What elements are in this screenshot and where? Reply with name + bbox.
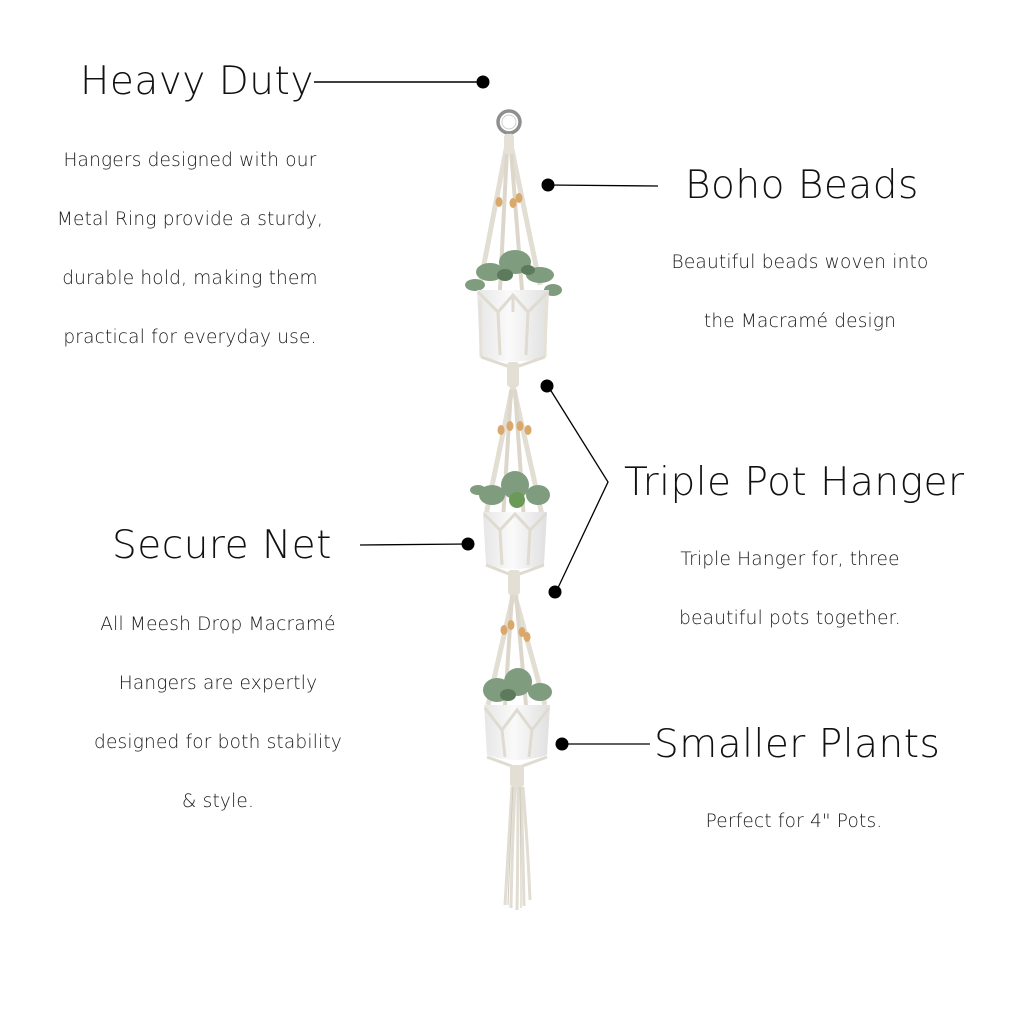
boho-beads-desc-line: Beautiful beads woven into [671,251,929,273]
boho-beads-title: Boho Beads [685,163,919,208]
boho-beads-desc-line: the Macramé design [703,310,897,332]
heavy-duty-description: Hangers designed with our Metal Ring pro… [20,116,360,382]
smaller-plants-connector [555,737,650,751]
smaller-plants-title: Smaller Plants [654,722,941,767]
heavy-duty-connector [314,75,490,89]
smaller-plants-desc-line: Perfect for 4" Pots. [705,810,883,832]
boho-beads-description: Beautiful beads woven into the Macramé d… [630,218,970,366]
pot-1 [465,133,562,387]
secure-net-desc-line: designed for both stability [94,731,342,753]
metal-ring-icon [496,109,522,135]
triple-pot-hanger-title: Triple Pot Hanger [624,460,965,505]
secure-net-connector [359,537,475,551]
heavy-duty-dot-icon [476,75,490,89]
secure-net-desc-line: All Meesh Drop Macramé [100,613,336,635]
heavy-duty-desc-line: Metal Ring provide a sturdy, [56,208,324,230]
triple-pot-desc-line: beautiful pots together. [679,607,901,629]
boho-beads-dot-icon [541,178,555,192]
smaller-plants-dot-icon [555,737,569,751]
secure-net-desc-line: & style. [181,790,255,812]
heavy-duty-desc-line: Hangers designed with our [63,149,317,171]
secure-net-description: All Meesh Drop Macramé Hangers are exper… [48,580,388,846]
smaller-plants-description: Perfect for 4" Pots. [624,777,964,866]
secure-net-dot-icon [461,537,475,551]
triple-pot-desc-line: Triple Hanger for, three [680,548,900,570]
triple-pot-bottom-dot-icon [548,585,562,599]
triple-pot-hanger-connector [540,379,609,599]
heavy-duty-title: Heavy Duty [80,59,314,104]
secure-net-desc-line: Hangers are expertly [118,672,318,694]
pot-3 [483,591,552,911]
pot-2 [470,384,550,595]
heavy-duty-desc-line: durable hold, making them [62,267,318,289]
heavy-duty-desc-line: practical for everyday use. [63,326,317,348]
secure-net-title: Secure Net [112,523,332,568]
triple-pot-hanger-description: Triple Hanger for, three beautiful pots … [620,515,960,663]
boho-beads-connector [541,178,659,192]
triple-pot-top-dot-icon [540,379,554,393]
